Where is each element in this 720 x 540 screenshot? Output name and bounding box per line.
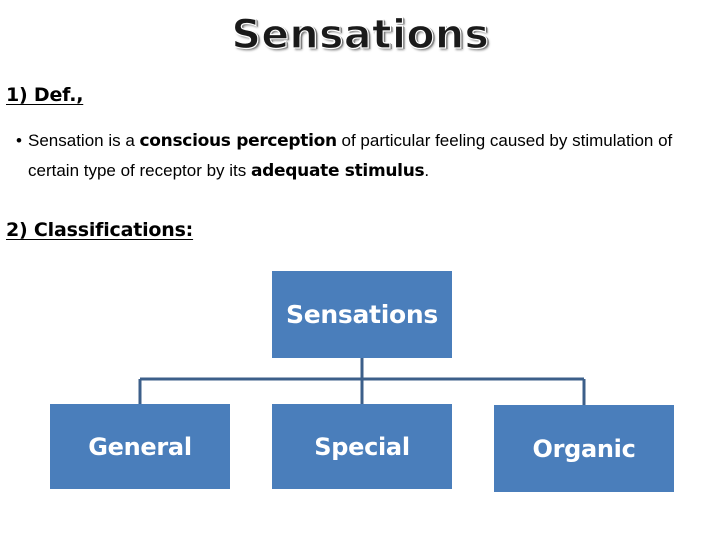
section-heading-classifications: 2) Classifications: — [6, 219, 194, 241]
section-heading-definition: 1) Def., — [6, 84, 84, 106]
bullet-point-icon: • — [16, 131, 22, 150]
org-node-special[interactable]: Special — [272, 404, 452, 489]
org-node-sensations[interactable]: Sensations — [272, 271, 452, 358]
org-node-special-label: Special — [314, 432, 410, 461]
bullet-text-part2: of particular feeling caused by stimulat… — [28, 131, 673, 180]
definition-bullet-text: Sensation is a conscious perception of p… — [28, 126, 710, 186]
bullet-text-part3: . — [424, 161, 430, 180]
org-node-general-label: General — [88, 432, 192, 461]
org-node-general[interactable]: General — [50, 404, 230, 489]
bullet-text-part1: Sensation is a — [28, 131, 140, 150]
bullet-text-bold2: adequate stimulus — [251, 161, 425, 181]
org-node-organic-label: Organic — [532, 434, 636, 463]
org-node-sensations-label: Sensations — [286, 300, 438, 329]
definition-bullet-item: • Sensation is a conscious perception of… — [10, 126, 710, 186]
page-title: Sensations — [230, 11, 489, 58]
title-container: Sensations — [0, 11, 720, 58]
org-node-organic[interactable]: Organic — [494, 405, 674, 492]
bullet-text-bold1: conscious perception — [139, 131, 338, 151]
